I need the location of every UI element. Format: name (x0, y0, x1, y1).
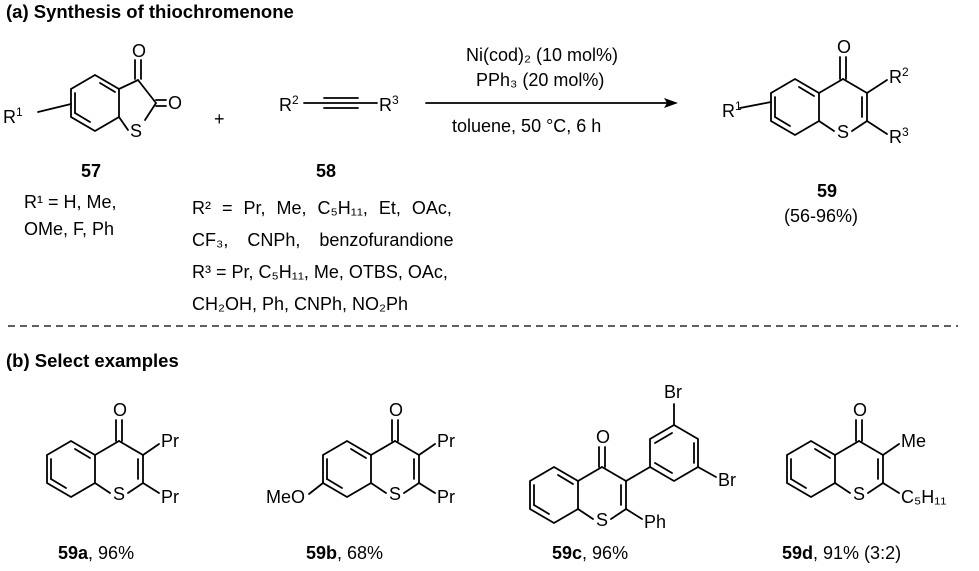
atom-o-59b: O (389, 400, 403, 420)
r2-59b: Pr (437, 487, 455, 507)
example-59b-caption: 59b, 68% (306, 543, 383, 564)
atom-o-59: O (837, 37, 851, 57)
r3-label-59: R3 (889, 125, 909, 147)
compound-58-r3-line1: R³ = Pr, C₅H₁₁, Me, OTBS, OAc, (192, 262, 448, 282)
atom-o-57a: O (132, 41, 146, 61)
compound-59-yield: (56-96%) (784, 206, 859, 226)
r3-label-58: R3 (379, 93, 399, 115)
br-59c-top: Br (664, 382, 682, 402)
atom-o-59d: O (853, 400, 867, 420)
compound-58-r2-line1: R² = Pr, Me, C₅H₁₁, Et, OAc, (192, 198, 452, 218)
compound-57-sub-line2: OMe, F, Ph (24, 219, 115, 239)
compound-59b-structure (308, 419, 436, 499)
compound-58-r2-line2: CF₃, CNPh, benzofurandione (192, 230, 454, 250)
r2-59c: Ph (644, 512, 666, 532)
example-59a-yield: , 96% (88, 543, 135, 563)
condition-ligand: PPh₃ (20 mol%) (476, 70, 605, 90)
condition-solvent: toluene, 50 °C, 6 h (452, 116, 602, 136)
r1-label-59: R1 (722, 99, 742, 121)
atom-s-57: S (130, 121, 142, 141)
compound-59c-structure (529, 403, 717, 525)
atom-s-59c: S (596, 510, 608, 530)
example-59c-id: 59c (552, 543, 583, 563)
atom-o-57b: O (168, 93, 182, 113)
compound-57-label: 57 (81, 161, 102, 181)
panel-b-title: (b) Select examples (6, 350, 179, 371)
example-59d-caption: 59d, 91% (3:2) (782, 543, 901, 564)
alkyne-58-structure (303, 97, 378, 109)
example-59a-caption: 59a, 96% (58, 543, 134, 564)
atom-o-59c: O (596, 427, 610, 447)
br-59c-side: Br (718, 470, 736, 490)
example-59b-id: 59b (306, 543, 338, 563)
atom-s-59b: S (389, 484, 401, 504)
compound-59-label: 59 (817, 181, 838, 201)
compound-59a-structure (46, 419, 160, 499)
atom-s-59: S (837, 122, 849, 142)
compound-58-label: 58 (316, 161, 337, 181)
r2-59a: Pr (161, 487, 179, 507)
example-59a-id: 59a (58, 543, 89, 563)
r2-59d: C₅H₁₁ (901, 487, 946, 507)
example-59d-yield: , 91% (3:2) (813, 543, 902, 563)
r1-label-57: R1 (3, 105, 23, 127)
compound-57-structure (37, 59, 167, 133)
compound-57-sub-line1: R¹ = H, Me, (24, 192, 117, 212)
reaction-arrowhead (664, 98, 678, 108)
compound-58-r3-line2: CH₂OH, Ph, CNPh, NO₂Ph (192, 294, 409, 314)
example-59c-yield: , 96% (582, 543, 629, 563)
methoxy-59b: MeO (266, 487, 305, 507)
atom-s-59d: S (853, 484, 865, 504)
condition-catalyst: Ni(cod)₂ (10 mol%) (466, 45, 619, 65)
r3-59a: Pr (161, 431, 179, 451)
panel-a-title: (a) Synthesis of thiochromenone (6, 1, 294, 22)
r3-59d: Me (901, 431, 926, 451)
atom-s-59a: S (113, 484, 125, 504)
example-59d-id: 59d (782, 543, 814, 563)
r3-59b: Pr (437, 431, 455, 451)
plus-sign: + (214, 109, 225, 129)
atom-labels: O O S O S O S Pr Pr O S Pr Pr MeO O S Ph… (113, 37, 946, 532)
atom-o-59a: O (113, 400, 127, 420)
example-59c-caption: 59c, 96% (552, 543, 628, 564)
example-59b-yield: , 68% (337, 543, 384, 563)
r2-label-58: R2 (279, 93, 299, 115)
compound-59d-structure (786, 419, 900, 499)
compound-59-structure (739, 56, 888, 137)
r2-label-59: R2 (889, 65, 909, 87)
